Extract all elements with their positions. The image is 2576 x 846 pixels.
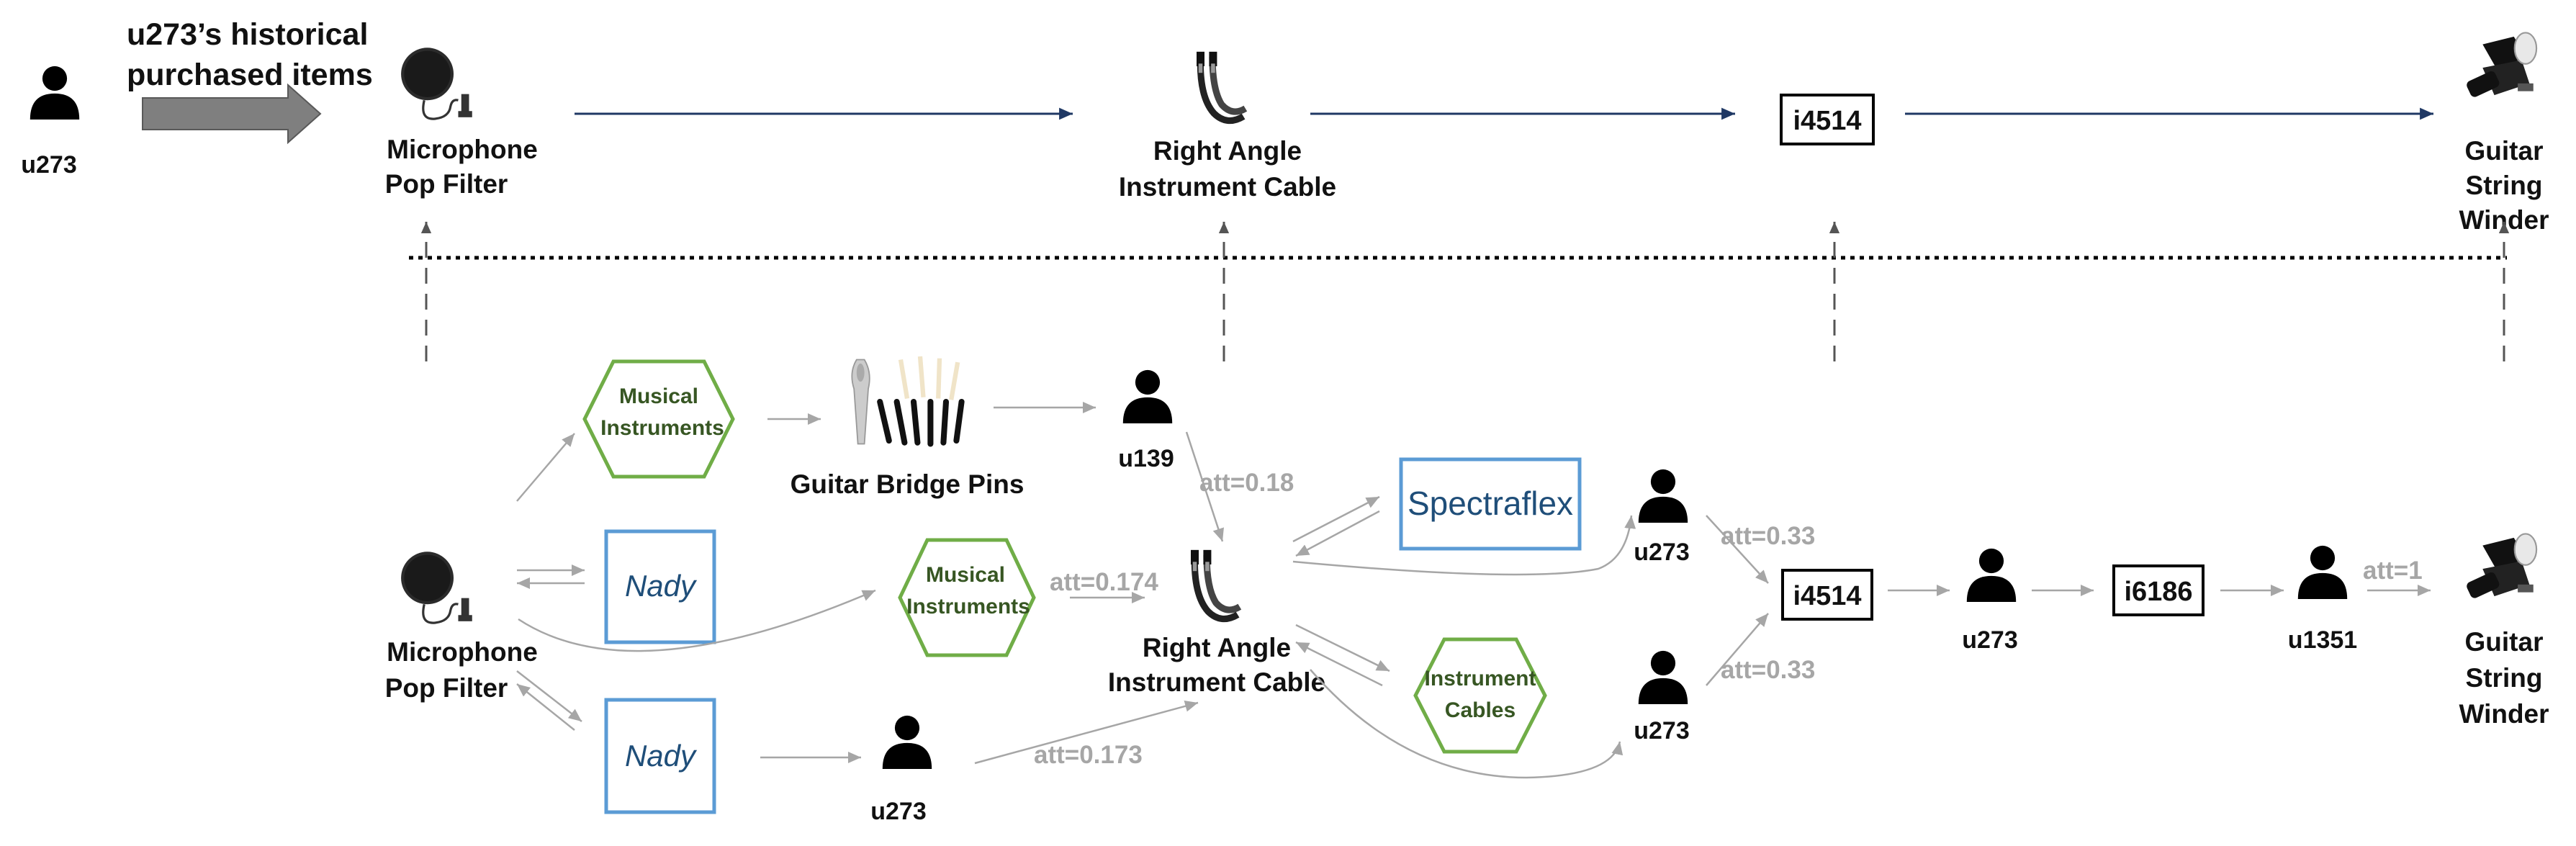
- arrow-cable-to-u273-lower: [1310, 669, 1623, 779]
- bridge-pins-label: Guitar Bridge Pins: [791, 469, 1024, 499]
- arrow-nady2-to-src: [516, 683, 575, 731]
- category-hexagon-mid: [898, 538, 1036, 657]
- category-hexagon-top: [582, 359, 735, 479]
- person-icon: [1638, 469, 1688, 523]
- brand-spectraflex: Spectraflex: [1408, 485, 1573, 522]
- category-top-line1: Musical: [619, 384, 698, 408]
- att-upper: att=0.33: [1721, 522, 1815, 550]
- arrow-spectraflex-to-cable: [1295, 510, 1380, 557]
- user-label: u273: [21, 151, 77, 179]
- top-item2-line1: Right Angle: [1153, 136, 1302, 166]
- brand-nady-2: Nady: [625, 739, 698, 773]
- target-line3: Winder: [2459, 699, 2549, 729]
- top-item4-line1: Guitar: [2465, 136, 2544, 166]
- top-item1-line2: Pop Filter: [385, 169, 508, 199]
- item-i6186: i6186: [2124, 577, 2192, 607]
- source-line2: Pop Filter: [385, 673, 508, 703]
- brand-box-spectraflex: [1399, 457, 1582, 551]
- top-item2-line2: Instrument Cable: [1119, 172, 1336, 202]
- arrow-src-to-cat-top: [516, 433, 575, 502]
- person-icon: [1122, 369, 1173, 423]
- arrow-u273-upper-to-i4514: [1706, 515, 1769, 584]
- category-hexagon-cables: [1413, 637, 1547, 754]
- user-u273-upper: u273: [1634, 539, 1690, 566]
- brand-nady-1: Nady: [625, 569, 698, 603]
- microphone-pop-filter-icon: [400, 550, 474, 624]
- cable-line1: Right Angle: [1143, 633, 1291, 662]
- source-line1: Microphone: [387, 637, 538, 667]
- user-u139: u139: [1118, 445, 1174, 472]
- person-icon: [1638, 650, 1688, 704]
- brand-box-nady-1: [604, 529, 716, 644]
- guitar-bridge-pins-icon: [852, 356, 961, 444]
- history-arrow: [142, 83, 322, 145]
- top-item1-line1: Microphone: [387, 135, 538, 164]
- att-lower: att=0.33: [1721, 656, 1815, 684]
- category-cables-line1: Instrument: [1424, 667, 1536, 690]
- title-line-2: purchased items: [127, 58, 373, 92]
- item-box-i4514: [1781, 569, 1873, 621]
- target-line1: Guitar: [2465, 627, 2544, 657]
- person-icon: [882, 715, 932, 769]
- user-u1351: u1351: [2288, 626, 2357, 654]
- person-icon: [30, 66, 80, 120]
- att-u139: att=0.18: [1199, 469, 1294, 497]
- category-cables-line2: Cables: [1445, 698, 1516, 722]
- category-mid-line2: Instruments: [906, 595, 1030, 618]
- category-mid-line1: Musical: [926, 563, 1005, 587]
- att-final: att=1: [2363, 557, 2423, 585]
- user-u273-lower: u273: [1634, 717, 1690, 744]
- top-item4-line2: String: [2466, 171, 2543, 200]
- cable-line2: Instrument Cable: [1108, 667, 1325, 697]
- guitar-string-winder-icon: [2464, 533, 2538, 600]
- brand-box-nady-2: [604, 698, 716, 814]
- arrow-cable-to-u273-upper: [1292, 515, 1636, 576]
- person-icon: [2297, 545, 2348, 599]
- arrow-cat-cables-to-cable: [1295, 641, 1383, 687]
- att-u273-bottom: att=0.173: [1034, 741, 1143, 769]
- arrow-u273-lower-to-i4514: [1706, 613, 1769, 686]
- item-box-i6186: [2112, 564, 2205, 616]
- instrument-cable-icon: [1197, 52, 1246, 121]
- user-u273-bottom: u273: [870, 798, 927, 825]
- arrow-u139-to-cable: [1185, 431, 1224, 542]
- arrow-u273-to-cable: [974, 700, 1199, 765]
- arrow-src-to-cat-mid: [518, 589, 876, 652]
- microphone-pop-filter-icon: [400, 46, 474, 120]
- instrument-cable-icon: [1191, 550, 1240, 619]
- top-item3-id: i4514: [1793, 106, 1861, 136]
- person-icon: [1966, 548, 2017, 602]
- user-u273-mid: u273: [1962, 626, 2018, 654]
- guitar-string-winder-icon: [2464, 32, 2538, 99]
- target-line2: String: [2466, 663, 2543, 693]
- att-category-mid: att=0.174: [1050, 568, 1158, 596]
- arrow-cable-to-cat-cables: [1295, 624, 1390, 672]
- arrow-cable-to-spectraflex: [1292, 495, 1380, 543]
- title-line-1: u273’s historical: [127, 17, 368, 52]
- item-box-i4514-top: [1780, 94, 1875, 145]
- arrow-src-to-nady2: [516, 670, 582, 722]
- item-i4514: i4514: [1793, 581, 1861, 611]
- category-top-line2: Instruments: [600, 416, 724, 440]
